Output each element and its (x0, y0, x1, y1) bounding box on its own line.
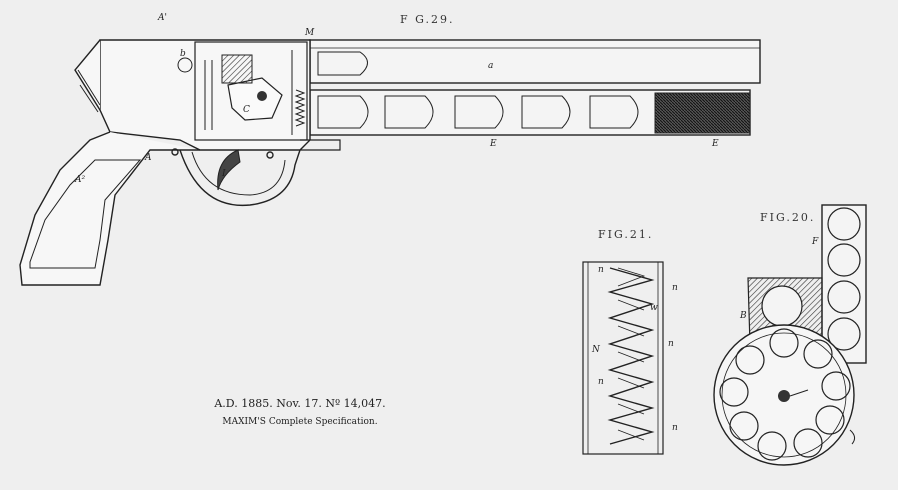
drum-cartridges (719, 328, 851, 461)
fig21-title: FIG.21. (598, 228, 653, 241)
fig20-title: FIG.20. (760, 211, 815, 224)
grip (19, 39, 200, 286)
barrel (309, 39, 761, 84)
label-n1: n (672, 283, 678, 293)
drum-hub (778, 390, 790, 402)
label-M: M (304, 28, 315, 38)
label-I: I (221, 169, 226, 179)
chamber-cartridge (317, 51, 368, 76)
action-box (194, 41, 308, 141)
drum-figure (713, 204, 867, 466)
label-E: E (489, 139, 497, 149)
specification-title: MAXIM'S Complete Specification. (222, 417, 377, 427)
label-B: B (739, 311, 747, 321)
label-A: A (144, 153, 152, 163)
zigzag-spring (607, 267, 655, 445)
label-A1: A' (157, 13, 167, 23)
label-N: N (591, 345, 601, 355)
magazine-spring (654, 92, 751, 134)
label-n5: n (598, 377, 604, 387)
magazine-cartridges (317, 95, 639, 129)
label-n3: n (672, 423, 678, 433)
label-C: C (243, 105, 250, 115)
hammer (227, 77, 283, 121)
label-n2: n (668, 339, 674, 349)
label-E2: E (711, 139, 719, 149)
label-w: w (650, 303, 658, 313)
breech-block (221, 54, 253, 84)
label-a: a (488, 61, 493, 71)
spring-housing (582, 261, 664, 455)
label-n4: n (598, 265, 604, 275)
patent-number: A.D. 1885. Nov. 17. Nº 14,047. (213, 397, 385, 410)
label-b: b (180, 49, 186, 59)
label-A2: A² (74, 175, 85, 185)
tube-cartridges (827, 207, 861, 351)
fig29-title: F G.29. (400, 13, 455, 26)
pistol-figure (19, 39, 761, 286)
trigger (217, 149, 241, 191)
trigger-guard (179, 149, 301, 207)
label-F: F (811, 237, 819, 247)
spring-figure (582, 261, 664, 455)
hammer-pivot (257, 91, 267, 101)
